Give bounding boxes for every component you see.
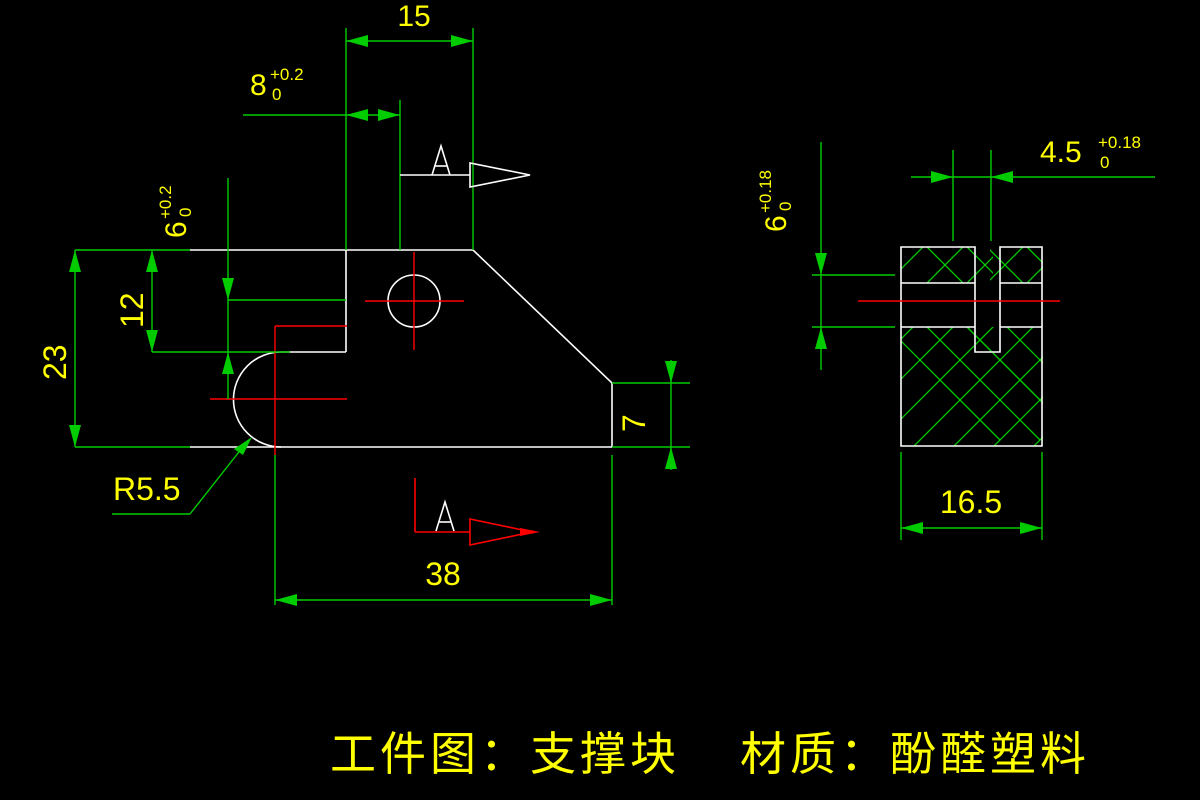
dimension-15: 15 xyxy=(397,0,430,33)
dimension-23: 23 xyxy=(37,344,73,380)
dimension-4-5-group: 4.5 +0.18 0 xyxy=(1040,133,1141,172)
dimension-8-group: 8 +0.2 0 xyxy=(250,65,304,104)
dimension-12: 12 xyxy=(114,292,150,328)
dimension-6a-group: 6 +0.2 0 xyxy=(156,185,195,238)
dimension-4-5-tol-upper: +0.18 xyxy=(1098,133,1141,152)
title-material-label: 材质：酚醛塑料 xyxy=(740,727,1090,781)
dimension-38: 38 xyxy=(425,556,461,592)
section-arrow-bottom xyxy=(414,478,540,546)
dimension-6a-value: 6 xyxy=(160,221,193,238)
dimension-r5-5: R5.5 xyxy=(113,471,181,507)
dimension-8-value: 8 xyxy=(250,69,267,102)
section-label-top xyxy=(431,143,451,176)
front-view-outline xyxy=(190,249,613,448)
front-view-dimension-lines xyxy=(74,28,690,605)
dimension-6b-value: 6 xyxy=(760,215,793,232)
front-view-centerlines xyxy=(210,252,464,455)
title-part-label: 工件图：支撑块 xyxy=(330,727,680,781)
front-view-arrowheads xyxy=(69,35,677,606)
section-label-bottom xyxy=(435,499,455,532)
dimension-6b-tol-upper: +0.18 xyxy=(756,170,775,213)
section-view-arrowheads xyxy=(815,171,1042,534)
dimension-7: 7 xyxy=(616,414,652,432)
section-view-hatching xyxy=(901,247,1043,446)
dimension-6a-tol-lower: 0 xyxy=(176,208,195,217)
section-view-outline xyxy=(900,246,1043,447)
dimension-6a-tol-upper: +0.2 xyxy=(156,185,175,219)
dimension-16-5: 16.5 xyxy=(940,484,1002,520)
dimension-4-5-tol-lower: 0 xyxy=(1100,153,1109,172)
section-view-dimension-lines xyxy=(812,142,1155,540)
section-arrow-top xyxy=(400,162,531,188)
dimension-8-tol-upper: +0.2 xyxy=(270,65,304,84)
dimension-6b-tol-lower: 0 xyxy=(776,202,795,211)
dimension-6b-group: 6 +0.18 0 xyxy=(756,170,795,232)
dimension-8-tol-lower: 0 xyxy=(272,85,281,104)
dimension-4-5-value: 4.5 xyxy=(1040,136,1082,169)
